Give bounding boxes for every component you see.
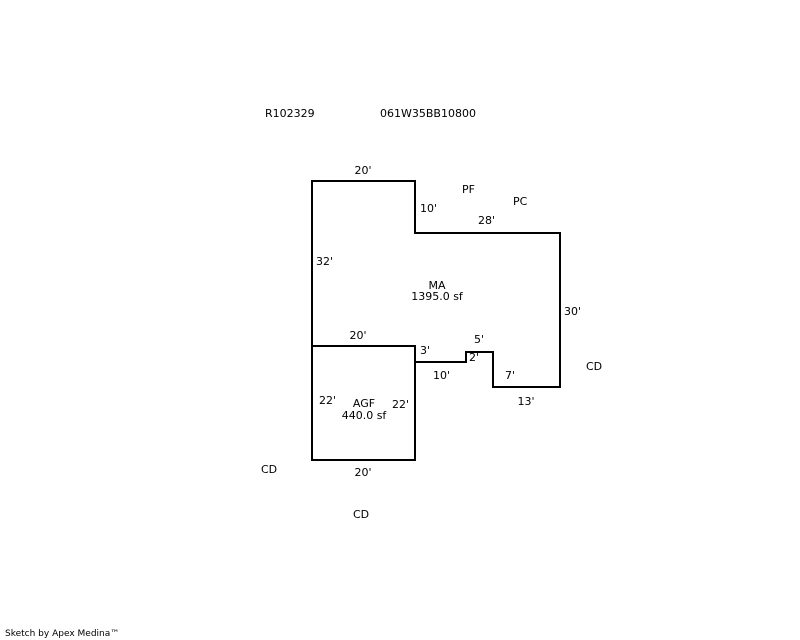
label-cd-left: CD <box>261 463 278 476</box>
label-pc: PC <box>513 195 528 208</box>
dim-ma-notch-right: 7' <box>505 369 516 382</box>
ma-area: 1395.0 sf <box>411 290 463 303</box>
map-number: 061W35BB10800 <box>380 107 476 120</box>
dim-ma-left: 32' <box>316 255 334 268</box>
dim-ma-bottom-mid: 10' <box>433 369 451 382</box>
dim-ma-upper-right: 28' <box>478 214 496 227</box>
ma-code: MA <box>428 279 446 292</box>
dim-ma-step-up: 3' <box>420 344 431 357</box>
label-cd-right: CD <box>586 360 603 373</box>
dim-ma-notch-left: 2' <box>469 351 480 364</box>
footer-credit: Sketch by Apex Medina™ <box>5 629 120 639</box>
agf-code: AGF <box>352 397 376 410</box>
dim-agf-right: 22' <box>392 398 410 411</box>
dim-agf-top: 20' <box>349 329 367 342</box>
dim-agf-bottom: 20' <box>354 466 372 479</box>
agf-area: 440.0 sf <box>341 409 387 422</box>
label-pf: PF <box>462 183 475 196</box>
dim-ma-step-down: 10' <box>420 202 438 215</box>
label-cd-bottom: CD <box>353 508 370 521</box>
parcel-id: R102329 <box>265 107 315 120</box>
dim-ma-notch-top: 5' <box>474 333 485 346</box>
agf-outline <box>311 345 416 461</box>
dim-ma-bottom-right: 13' <box>517 395 535 408</box>
dim-ma-top: 20' <box>354 164 372 177</box>
dim-ma-right: 30' <box>564 305 582 318</box>
dim-agf-left: 22' <box>319 394 337 407</box>
